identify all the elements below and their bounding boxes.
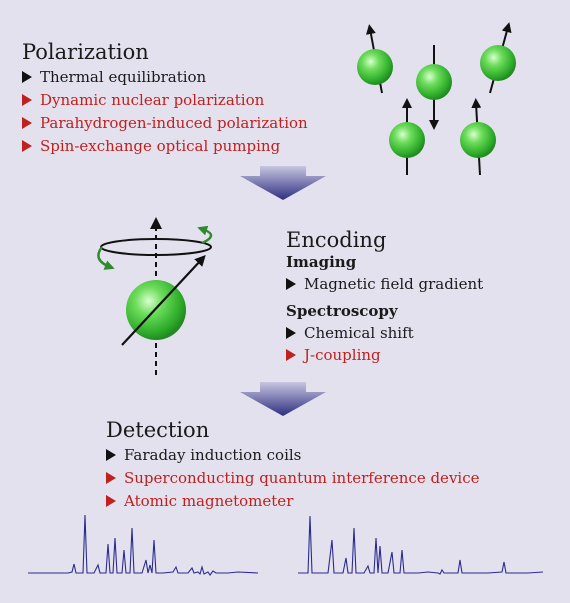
- spin-ensemble: [357, 22, 516, 176]
- imaging-subtitle: Imaging: [286, 253, 357, 271]
- spectroscopy-subtitle: Spectroscopy: [286, 302, 398, 320]
- polarization-item-dnp: Dynamic nuclear polarization: [22, 91, 264, 109]
- detection-title: Detection: [106, 418, 210, 442]
- bullet-triangle-icon: [22, 140, 32, 152]
- down-chevron-arrow-icon: [240, 166, 326, 200]
- bullet-triangle-icon: [22, 71, 32, 83]
- detection-item-atomic-magnetometer: Atomic magnetometer: [106, 492, 293, 510]
- bullet-triangle-icon: [106, 495, 116, 507]
- encoding-title: Encoding: [286, 228, 387, 252]
- spin-vector-arrow: [121, 254, 206, 346]
- bullet-triangle-icon: [286, 278, 296, 290]
- spin-sphere-icon: [480, 22, 516, 94]
- spectroscopy-item-chemical-shift: Chemical shift: [286, 324, 414, 342]
- bullet-triangle-icon: [106, 472, 116, 484]
- polarization-item-parahydrogen: Parahydrogen-induced polarization: [22, 114, 308, 132]
- nmr-spectrum-left: [28, 514, 259, 576]
- spin-sphere-icon: [389, 98, 425, 175]
- bullet-triangle-icon: [106, 449, 116, 461]
- bullet-triangle-icon: [22, 94, 32, 106]
- bullet-triangle-icon: [22, 117, 32, 129]
- detection-item-squid: Superconducting quantum interference dev…: [106, 469, 480, 487]
- spectroscopy-item-j-coupling: J-coupling: [286, 346, 381, 364]
- bullet-triangle-icon: [286, 349, 296, 361]
- polarization-item-thermal: Thermal equilibration: [22, 68, 206, 86]
- polarization-title: Polarization: [22, 40, 149, 64]
- down-chevron-arrow-icon: [240, 382, 326, 416]
- detection-item-faraday: Faraday induction coils: [106, 446, 301, 464]
- imaging-item-gradient: Magnetic field gradient: [286, 275, 483, 293]
- bullet-triangle-icon: [286, 327, 296, 339]
- precessing-spin-illustration: [97, 217, 213, 375]
- precession-arrow-icon: [197, 225, 213, 245]
- precession-arrow-icon: [97, 246, 115, 270]
- spin-sphere-icon: [460, 98, 496, 176]
- polarization-item-spin-exchange: Spin-exchange optical pumping: [22, 137, 280, 155]
- spin-sphere-icon: [416, 45, 452, 130]
- spin-sphere-icon: [357, 24, 393, 94]
- nmr-spectrum-right: [298, 515, 544, 575]
- nmr-spectra: [28, 514, 544, 576]
